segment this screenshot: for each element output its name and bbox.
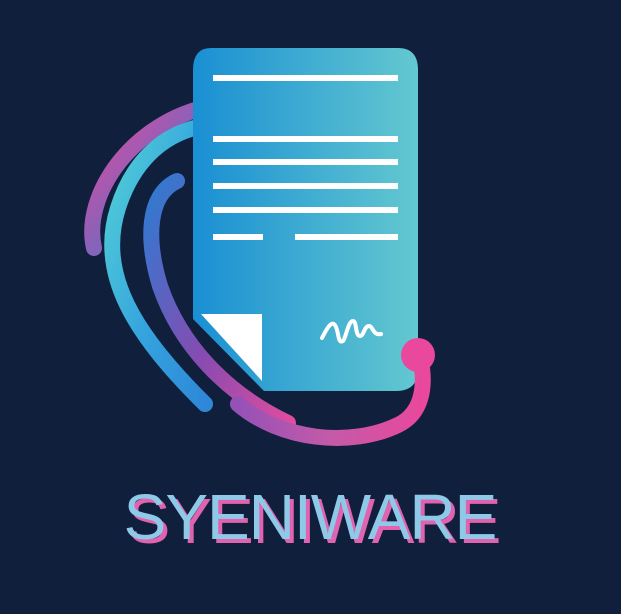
document-line-6b: [295, 234, 398, 240]
wordmark: SYENIWARE SYENIWARE: [124, 481, 502, 557]
tail-end-dot: [401, 338, 435, 372]
wordmark-shadow: SYENIWARE: [128, 485, 501, 557]
middle-orbit-arc: [104, 119, 213, 412]
document-line-5: [213, 207, 398, 213]
wordmark-text: SYENIWARE: [124, 481, 497, 553]
document-line-6a: [213, 234, 263, 240]
signature-icon: [320, 319, 383, 344]
document-line-2: [213, 136, 398, 142]
document-fold-corner: [201, 314, 262, 381]
document-line-4: [213, 183, 398, 189]
foreground-tail-arc: [230, 349, 431, 446]
outer-orbit-arc: [84, 98, 219, 256]
document-line-1: [213, 75, 398, 81]
document-line-3: [213, 159, 398, 165]
document-sheet: [193, 48, 418, 391]
inner-orbit-arc: [143, 173, 296, 431]
